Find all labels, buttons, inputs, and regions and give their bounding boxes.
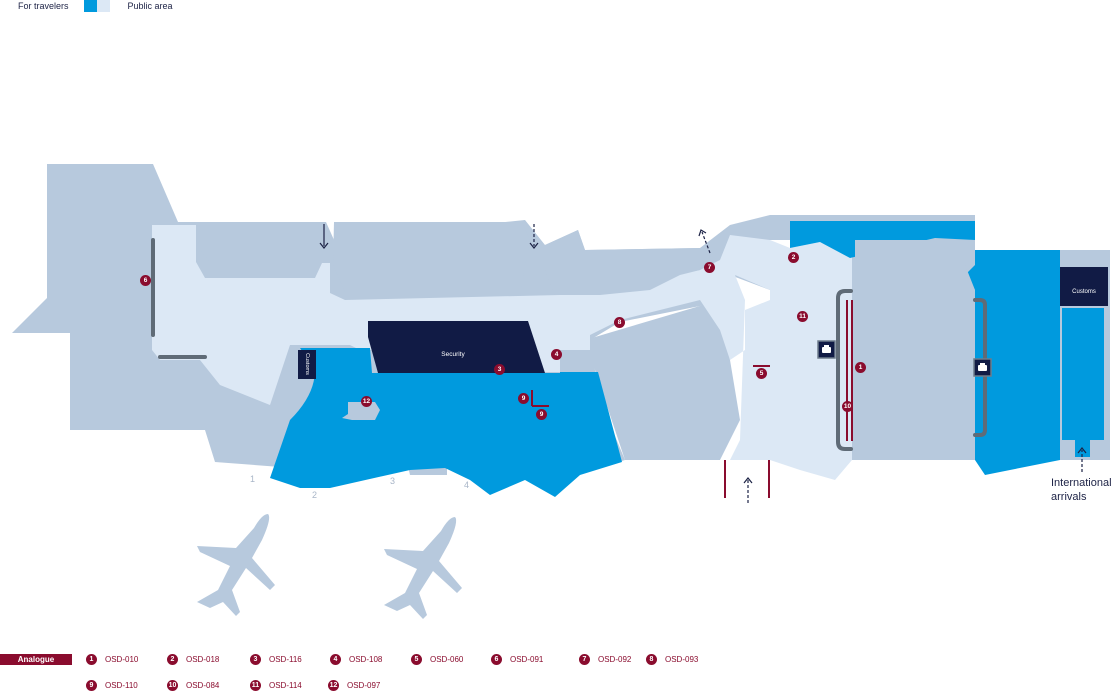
airplane-icon [197, 514, 275, 616]
map-marker-10[interactable]: 10 [842, 401, 853, 412]
legend-code: OSD-093 [665, 654, 699, 664]
legend-badge: 8 [646, 653, 657, 665]
legend-public-area-label: Public area [127, 1, 173, 11]
customs-right-area [1060, 267, 1108, 306]
security-label: Security [441, 350, 465, 358]
legend-code: OSD-092 [598, 654, 632, 664]
legend-code: OSD-060 [430, 654, 464, 664]
map-marker-12[interactable]: 12 [361, 396, 372, 407]
legend-badge: 4 [330, 653, 341, 665]
legend-item-7: 7 OSD-092 [579, 653, 631, 665]
customs-left-label: Customs [304, 353, 310, 375]
legend-code: OSD-116 [269, 654, 302, 664]
legend-badge: 6 [491, 653, 502, 665]
gate-2-label: 2 [312, 490, 318, 500]
legend-item-12: 12 OSD-097 [328, 679, 380, 691]
traveler-areas [270, 221, 1104, 497]
gate-3-label: 3 [390, 476, 396, 486]
international-arrivals-label: International arrivals [1051, 476, 1112, 504]
legend-for-travelers-label: For travelers [18, 1, 69, 11]
legend-swatch-public [96, 0, 110, 12]
legend-badge: 10 [167, 679, 178, 691]
legend-item-1: 1 OSD-010 [86, 653, 138, 665]
legend-item-3: 3 OSD-116 [250, 653, 302, 665]
legend-badge: 11 [250, 679, 261, 691]
intl-line-1: International [1051, 477, 1112, 489]
legend-badge: 12 [328, 679, 339, 691]
legend-code: OSD-097 [347, 680, 381, 690]
map-marker-6[interactable]: 6 [140, 275, 151, 286]
legend-item-9: 9 OSD-110 [86, 679, 138, 691]
legend-badge: 7 [579, 653, 590, 665]
map-marker-9a[interactable]: 9 [518, 393, 529, 404]
legend-item-10: 10 OSD-084 [167, 679, 219, 691]
customs-left-area [298, 350, 316, 379]
legend-badge: 5 [411, 653, 422, 665]
map-marker-2[interactable]: 2 [788, 252, 799, 263]
legend-badge: 1 [86, 653, 97, 665]
customs-right-label: Customs [1072, 289, 1096, 295]
legend-code: OSD-114 [269, 680, 302, 690]
legend-badge: 9 [86, 679, 97, 691]
baggage-claim-icon [817, 340, 836, 359]
map-marker-5[interactable]: 5 [756, 368, 767, 379]
legend-code: OSD-091 [510, 654, 544, 664]
airplane-icon [384, 517, 462, 619]
legend-code: OSD-018 [186, 654, 220, 664]
legend-code: OSD-108 [349, 654, 383, 664]
legend-badge: 2 [167, 653, 178, 665]
legend-badge: 3 [250, 653, 261, 665]
legend-item-6: 6 OSD-091 [491, 653, 543, 665]
security-area [368, 321, 545, 373]
analogue-category-label: Analogue [0, 654, 72, 665]
gate-1-label: 1 [250, 474, 256, 484]
map-marker-9b[interactable]: 9 [536, 409, 547, 420]
map-legend: For travelers Public area [0, 0, 173, 12]
intl-line-2: arrivals [1051, 491, 1087, 503]
baggage-claim-icon [973, 358, 992, 377]
legend-item-5: 5 OSD-060 [411, 653, 463, 665]
map-marker-4[interactable]: 4 [551, 349, 562, 360]
legend-swatch-travelers [83, 0, 97, 12]
legend-item-8: 8 OSD-093 [646, 653, 698, 665]
legend-item-2: 2 OSD-018 [167, 653, 219, 665]
gate-4-label: 4 [464, 480, 470, 490]
map-marker-8[interactable]: 8 [614, 317, 625, 328]
legend-code: OSD-110 [105, 680, 138, 690]
terminal-floor-map [12, 164, 1110, 619]
legend-code: OSD-010 [105, 654, 139, 664]
legend-item-4: 4 OSD-108 [330, 653, 382, 665]
map-marker-11[interactable]: 11 [797, 311, 808, 322]
map-marker-1[interactable]: 1 [855, 362, 866, 373]
legend-item-11: 11 OSD-114 [250, 679, 302, 691]
map-marker-3[interactable]: 3 [494, 364, 505, 375]
legend-code: OSD-084 [186, 680, 220, 690]
map-marker-7[interactable]: 7 [704, 262, 715, 273]
